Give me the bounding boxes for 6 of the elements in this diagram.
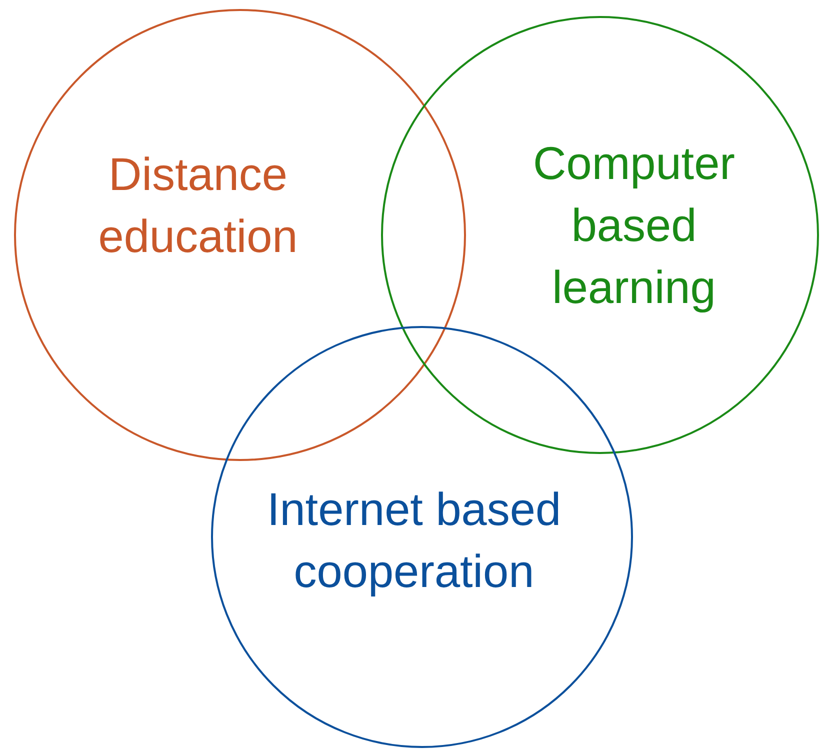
venn-circle [381,16,819,454]
circle-label: Distance education [97,147,299,264]
venn-circle [211,326,633,748]
circle-label: Internet based cooperation [266,482,562,599]
venn-circle [14,9,466,461]
circle-label: Computer based learning [532,136,736,315]
